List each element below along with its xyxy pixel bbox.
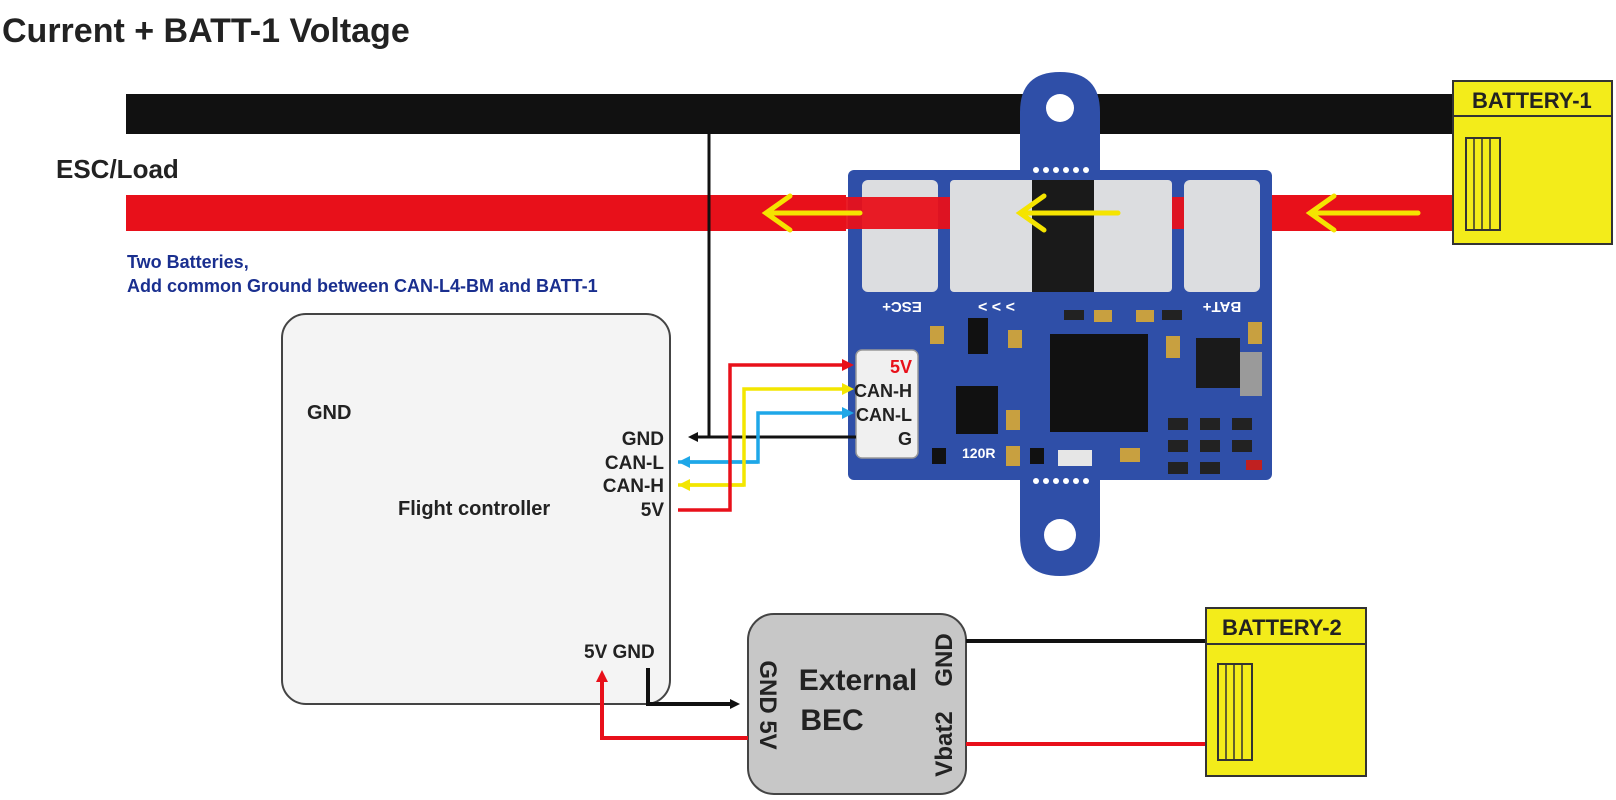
battery-2-cells-icon [1217, 663, 1253, 761]
battery-1: BATTERY-1 [1452, 80, 1613, 245]
bec-ground-wire [646, 668, 740, 709]
fc-pin-5v: 5V [641, 500, 665, 521]
main-ground-wire [126, 94, 1456, 134]
fc-pin-can-l: CAN-L [605, 453, 664, 474]
flight-controller: GND Flight controller GND CAN-L CAN-H 5V… [281, 313, 671, 705]
bec-title-line-2: BEC [800, 704, 863, 737]
module-can-connector [855, 349, 919, 459]
module-esc-label: ESC+ [882, 298, 922, 315]
esc-load-label: ESC/Load [56, 154, 179, 184]
battery-1-cells-icon [1465, 137, 1501, 231]
note-line-2: Add common Ground between CAN-L4-BM and … [127, 276, 598, 296]
fc-gnd-label: GND [307, 402, 351, 424]
module-mcu-chip [1050, 334, 1148, 432]
bec-left-pins: GND 5V [754, 660, 781, 749]
battery-1-label: BATTERY-1 [1472, 88, 1592, 113]
bec-right-gnd: GND [931, 633, 958, 686]
arrow-left-icon [761, 193, 863, 233]
main-power-wire-left [126, 195, 846, 231]
module-resistor-label: 120R [962, 445, 995, 461]
svg-text:< < <: < < < [978, 299, 1015, 316]
fc-pin-can-h: CAN-H [603, 476, 664, 497]
bec-five-volt-wire [596, 670, 748, 740]
five-volt-wire [678, 359, 854, 512]
battery-2-label: BATTERY-2 [1222, 615, 1342, 640]
arrow-left-icon [1015, 193, 1121, 233]
module-bat-label: BAT+ [1203, 298, 1242, 315]
fc-pin-gnd: GND [622, 429, 664, 450]
diagram-title: Current + BATT-1 Voltage [2, 12, 410, 50]
module-pin-can-l: CAN-L [856, 405, 912, 425]
note-line-1: Two Batteries, [127, 252, 249, 272]
module-pin-g: G [898, 429, 912, 449]
fc-power-pins: 5V GND [584, 642, 655, 663]
bec-title-line-1: External [799, 664, 917, 697]
external-bec: External BEC GND 5V GND Vbat2 [747, 613, 967, 795]
battery-2: BATTERY-2 [1205, 607, 1367, 777]
arrow-left-icon [1305, 193, 1421, 233]
bec-right-vbat: Vbat2 [931, 711, 958, 776]
current-flow-arrows [761, 193, 1421, 233]
fc-title: Flight controller [398, 498, 550, 520]
ground-drop-wire [688, 134, 711, 442]
module-pin-can-h: CAN-H [854, 381, 912, 401]
power-module-pcb: ESC+ BAT+ < < < 120R [846, 72, 1272, 576]
module-pin-5v: 5V [890, 357, 912, 377]
